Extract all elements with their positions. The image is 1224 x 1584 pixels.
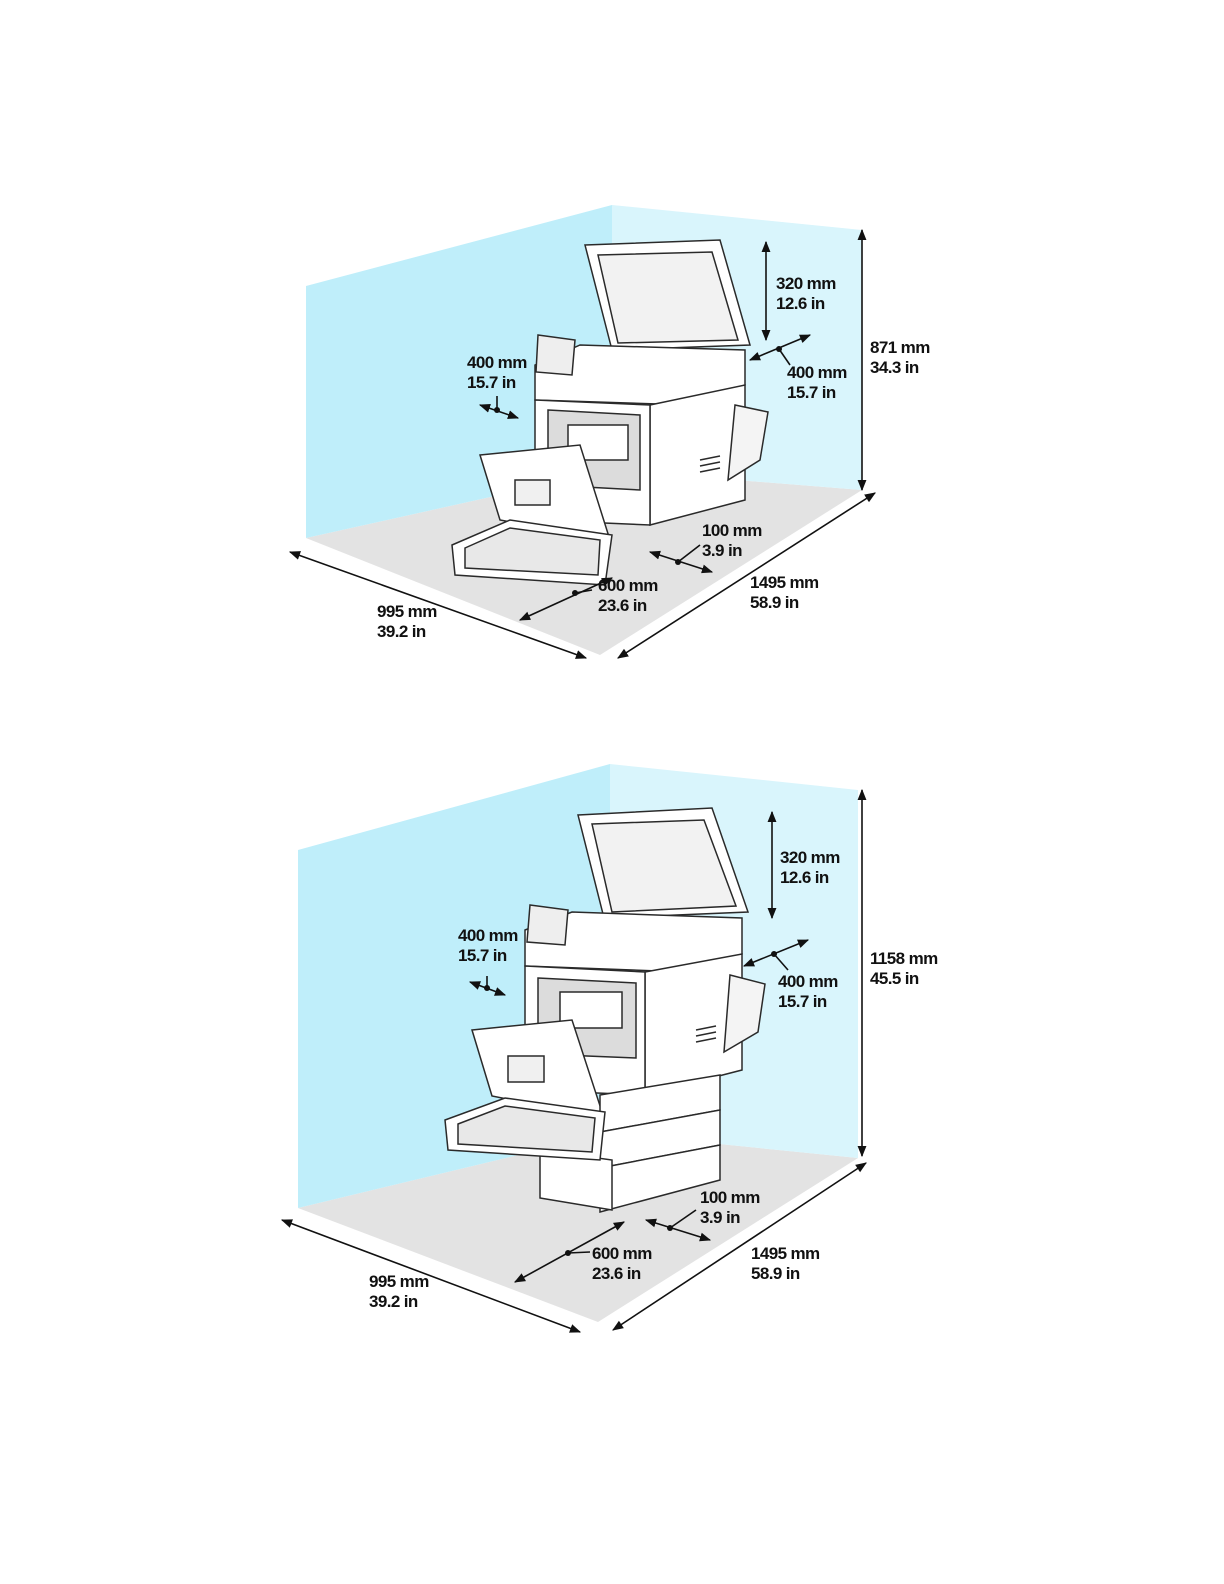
label-front-clearance: 600 mm 23.6 in (598, 576, 658, 616)
label-right-clearance: 400 mm 15.7 in (778, 972, 838, 1012)
mm: 400 mm (778, 972, 838, 992)
label-width: 995 mm 39.2 in (369, 1272, 429, 1312)
in: 15.7 in (458, 946, 518, 966)
mm: 100 mm (700, 1188, 760, 1208)
label-width: 995 mm 39.2 in (377, 602, 437, 642)
mm: 1495 mm (750, 573, 819, 593)
in: 23.6 in (592, 1264, 652, 1284)
mm: 320 mm (776, 274, 836, 294)
room-illustration (0, 160, 1224, 720)
mm: 600 mm (592, 1244, 652, 1264)
mm: 400 mm (787, 363, 847, 383)
in: 58.9 in (750, 593, 819, 613)
label-left-clearance: 400 mm 15.7 in (467, 353, 527, 393)
label-rear-clearance: 100 mm 3.9 in (700, 1188, 760, 1228)
mm: 400 mm (458, 926, 518, 946)
mm: 600 mm (598, 576, 658, 596)
label-top-clearance: 320 mm 12.6 in (780, 848, 840, 888)
mm: 100 mm (702, 521, 762, 541)
mm: 400 mm (467, 353, 527, 373)
in: 23.6 in (598, 596, 658, 616)
mm: 1495 mm (751, 1244, 820, 1264)
mm: 1158 mm (870, 949, 938, 969)
label-right-clearance: 400 mm 15.7 in (787, 363, 847, 403)
in: 45.5 in (870, 969, 938, 989)
in: 15.7 in (778, 992, 838, 1012)
in: 39.2 in (369, 1292, 429, 1312)
mm: 871 mm (870, 338, 930, 358)
in: 3.9 in (700, 1208, 760, 1228)
label-rear-clearance: 100 mm 3.9 in (702, 521, 762, 561)
label-depth: 1495 mm 58.9 in (751, 1244, 820, 1284)
in: 12.6 in (776, 294, 836, 314)
in: 12.6 in (780, 868, 840, 888)
label-front-clearance: 600 mm 23.6 in (592, 1244, 652, 1284)
mm: 320 mm (780, 848, 840, 868)
label-left-clearance: 400 mm 15.7 in (458, 926, 518, 966)
in: 34.3 in (870, 358, 930, 378)
in: 39.2 in (377, 622, 437, 642)
clearance-diagram-single-tray: 320 mm 12.6 in 400 mm 15.7 in 400 mm 15.… (0, 160, 1224, 720)
in: 3.9 in (702, 541, 762, 561)
clearance-diagram-multi-tray: 320 mm 12.6 in 400 mm 15.7 in 400 mm 15.… (0, 740, 1224, 1300)
mm: 995 mm (377, 602, 437, 622)
in: 58.9 in (751, 1264, 820, 1284)
label-top-clearance: 320 mm 12.6 in (776, 274, 836, 314)
in: 15.7 in (467, 373, 527, 393)
label-depth: 1495 mm 58.9 in (750, 573, 819, 613)
mm: 995 mm (369, 1272, 429, 1292)
label-total-height: 871 mm 34.3 in (870, 338, 930, 378)
in: 15.7 in (787, 383, 847, 403)
label-total-height: 1158 mm 45.5 in (870, 949, 938, 989)
